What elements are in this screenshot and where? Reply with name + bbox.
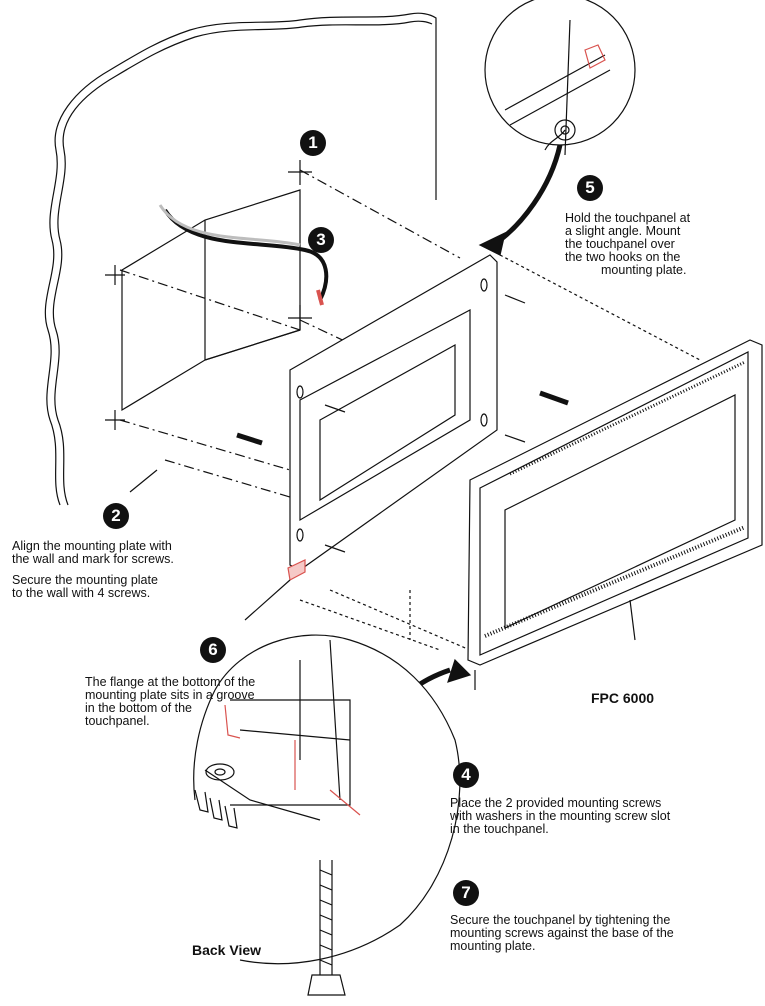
step-5-line-1: Hold the touchpanel at [565,211,691,225]
hook-icon [584,44,606,69]
step-number: 4 [461,765,471,784]
step-6-line-2: mounting plate sits in a groove [85,688,255,702]
step-number: 7 [461,883,471,902]
step-badge-1: 1 [300,130,326,156]
step-4-line-3: in the touchpanel. [450,822,549,836]
step-7-instructions: Secure the touchpanel by tightening the … [450,914,674,953]
hook-detail-circle [484,0,636,146]
washer-icon [554,119,576,141]
step-2-line-5: to the wall with 4 screws. [12,586,151,600]
step-7-line-2: mounting screws against the base of the [450,926,674,940]
back-view-circle [214,634,461,965]
back-view-label: Back View [192,942,262,958]
wall-cable [163,208,329,301]
step-badge-5: 5 [577,175,603,201]
step-2-line-2: the wall and mark for screws. [12,552,174,566]
screw-icon [324,294,526,553]
device-name-label: FPC 6000 [591,690,655,706]
step-6-line-4: touchpanel. [85,714,150,728]
step-badge-7: 7 [453,880,479,906]
wall-outline-inner [52,20,433,506]
step-5-line-2: a slight angle. Mount [565,224,681,238]
step-5-line-5: mounting plate. [601,263,687,277]
step-4-line-1: Place the 2 provided mounting screws [450,796,662,810]
step-5-line-4: the two hooks on the [565,250,681,264]
step-number: 2 [111,506,121,525]
step-2-instructions: Align the mounting plate with the wall a… [12,540,174,600]
step-6-line-1: The flange at the bottom of the [85,675,256,689]
step-number: 1 [308,133,318,152]
step-badge-2: 2 [103,503,129,529]
step-4-instructions: Place the 2 provided mounting screws wit… [450,797,670,836]
step-badge-6: 6 [200,637,226,663]
step-6-line-3: in the bottom of the [85,701,193,715]
step-7-line-3: mounting plate. [450,939,536,953]
step-5-instructions: Hold the touchpanel at a slight angle. M… [565,212,690,277]
step-4-line-2: with washers in the mounting screw slot [450,809,671,823]
step-badge-4: 4 [453,762,479,788]
touchpanel-screen [504,394,736,629]
step-2-line-4: Secure the mounting plate [12,573,158,587]
step-badge-3: 3 [308,227,334,253]
step-2-line-1: Align the mounting plate with [12,539,172,553]
step-number: 5 [585,178,595,197]
arrow-icon [498,144,563,242]
step-5-line-3: the touchpanel over [565,237,675,251]
step-number: 6 [208,640,218,659]
step-6-instructions: The flange at the bottom of the mounting… [85,676,255,728]
step-7-line-1: Secure the touchpanel by tightening the [450,913,671,927]
mounting-plate [289,254,498,571]
wall-outline [44,12,437,506]
touchpanel-body [467,339,763,666]
step-number: 3 [316,230,326,249]
